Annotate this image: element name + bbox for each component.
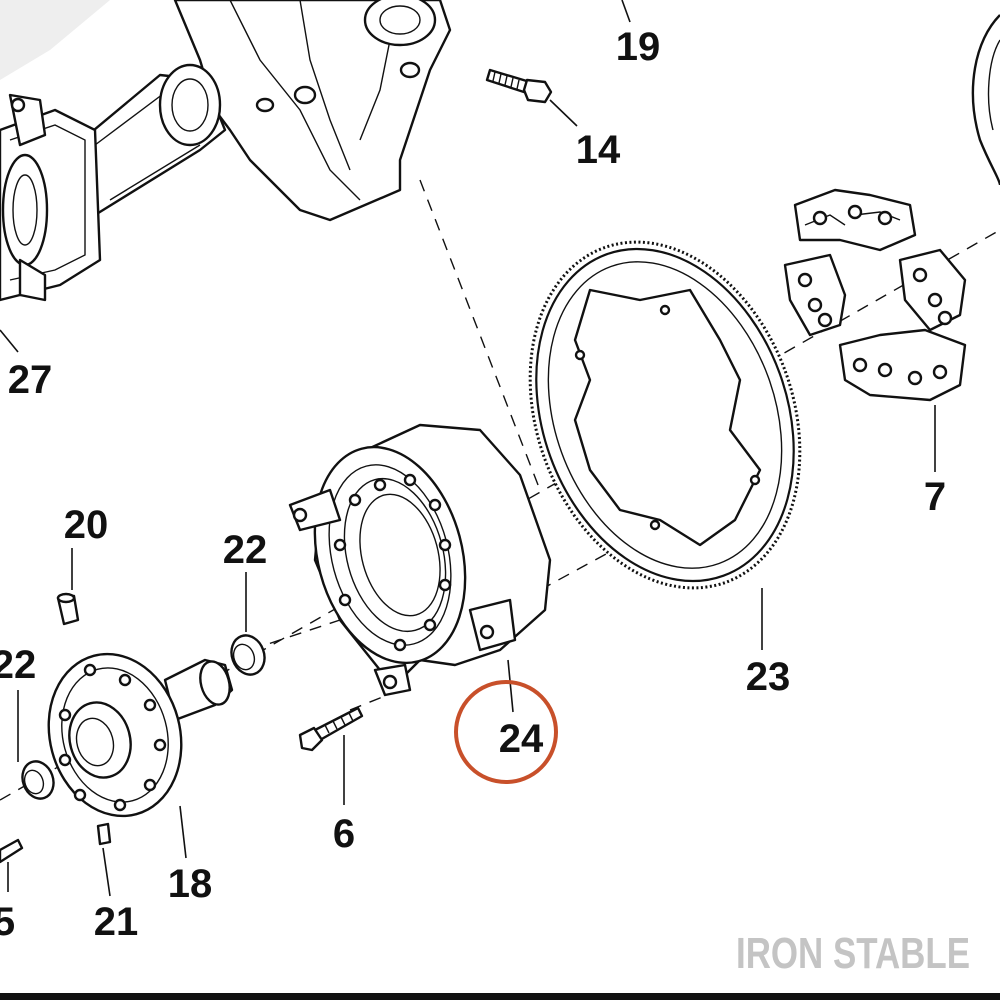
leader-lines [0, 0, 936, 897]
callout-labels: 19 14 27 7 20 22 22 24 23 6 18 21 5 [0, 25, 946, 944]
bolt-5 [0, 838, 24, 864]
callout-27: 27 [8, 358, 53, 402]
bottom-border-bar [0, 993, 1000, 1000]
brand-watermark: IRON STABLE [736, 929, 970, 978]
callout-19: 19 [616, 25, 661, 69]
bolt-6 [298, 706, 364, 752]
callout-24: 24 [499, 717, 544, 761]
set-screw-21 [96, 822, 112, 846]
callout-18: 18 [168, 862, 213, 906]
half-shaft [0, 63, 227, 302]
callout-7: 7 [924, 475, 946, 519]
bolt-14 [485, 68, 553, 104]
seal-22-right [230, 634, 266, 676]
callout-6: 6 [333, 812, 355, 856]
highlight-circle [454, 680, 558, 784]
corner-mark [0, 0, 110, 80]
callout-22-left: 22 [0, 643, 36, 687]
coupling-element-7 [783, 188, 967, 402]
output-flange-18 [47, 652, 234, 818]
callout-22-right: 22 [223, 528, 268, 572]
differential-carrier-24 [288, 423, 552, 697]
ring-gear-23 [528, 240, 802, 590]
callout-23: 23 [746, 655, 791, 699]
seal-22-left [21, 760, 55, 800]
callout-14: 14 [576, 128, 621, 172]
callout-21: 21 [94, 900, 139, 944]
flywheel-edge [971, 14, 1000, 186]
callout-5: 5 [0, 900, 15, 944]
callout-20: 20 [64, 503, 109, 547]
grease-nipple-20 [56, 592, 80, 626]
